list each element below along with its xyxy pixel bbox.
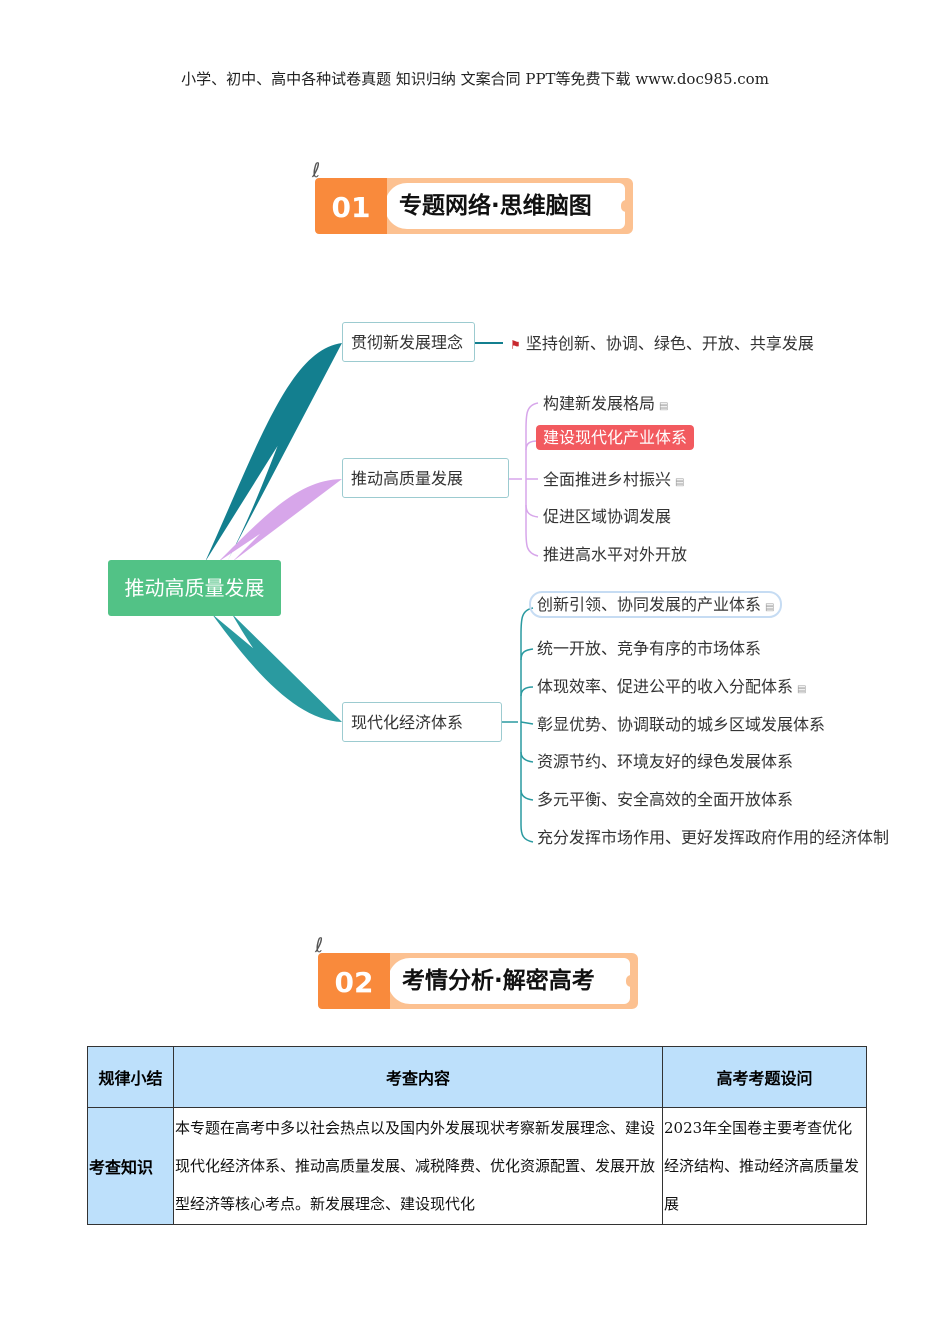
content-cell: 本专题在高考中多以社会热点以及国内外发展现状考察新发展理念、建设现代化经济体系、… xyxy=(173,1107,663,1225)
note-icon: ▤ xyxy=(675,477,685,488)
row-label: 考查知识 xyxy=(87,1107,174,1225)
section-badge-2: 考情分析·解密高考 02 xyxy=(318,953,638,1009)
leaf-node[interactable]: 资源节约、环境友好的绿色发展体系 xyxy=(537,752,794,771)
connector-leaves-2 xyxy=(508,402,539,557)
leaf-node[interactable]: 促进区域协调发展 xyxy=(543,507,672,526)
section-title: 专题网络·思维脑图 xyxy=(385,183,625,229)
branch-node[interactable]: 推动高质量发展 xyxy=(342,458,509,498)
leaf-node[interactable]: 体现效率、促进公平的收入分配体系▤ xyxy=(537,677,807,696)
leaf-node[interactable]: 全面推进乡村振兴▤ xyxy=(543,470,685,489)
flag-icon: ⚑ xyxy=(510,338,521,352)
exam-analysis-table: 规律小结 考查内容 高考考题设问 考查知识 本专题在高考中多以社会热点以及国内外… xyxy=(87,1046,867,1225)
question-cell: 2023年全国卷主要考查优化经济结构、推动经济高质量发展 xyxy=(662,1107,867,1225)
header-cell: 高考考题设问 xyxy=(662,1046,867,1108)
connector-branch-3 xyxy=(212,614,342,722)
section-number: 02 xyxy=(318,953,390,1009)
leaf-node[interactable]: 彰显优势、协调联动的城乡区域发展体系 xyxy=(537,715,826,734)
note-icon: ▤ xyxy=(765,602,775,613)
section-number: 01 xyxy=(315,178,387,234)
leaf-node-selected[interactable]: 创新引领、协同发展的产业体系▤ xyxy=(529,591,783,619)
section-title: 考情分析·解密高考 xyxy=(388,958,630,1004)
mindmap-connectors xyxy=(205,342,539,843)
curl-decoration-icon: ℓ xyxy=(312,158,321,182)
leaf-node[interactable]: ⚑ 坚持创新、协调、绿色、开放、共享发展 xyxy=(510,334,814,353)
connector-branch-1 xyxy=(205,343,342,562)
leaf-node[interactable]: 统一开放、竞争有序的市场体系 xyxy=(537,639,762,658)
header-cell: 规律小结 xyxy=(87,1046,174,1108)
connector-leaves-3 xyxy=(501,607,534,843)
leaf-node[interactable]: 多元平衡、安全高效的全面开放体系 xyxy=(537,790,794,809)
leaf-node[interactable]: 构建新发展格局▤ xyxy=(543,394,669,413)
note-icon: ▤ xyxy=(797,684,807,695)
note-icon: ▤ xyxy=(659,401,669,412)
branch-node[interactable]: 现代化经济体系 xyxy=(342,702,502,742)
leaf-node-highlighted[interactable]: 建设现代化产业体系 xyxy=(536,425,695,450)
table-header-row: 规律小结 考查内容 高考考题设问 xyxy=(87,1046,867,1108)
curl-decoration-icon: ℓ xyxy=(315,933,324,957)
connector-branch-2 xyxy=(218,479,342,562)
page-header[interactable]: 小学、初中、高中各种试卷真题 知识归纳 文案合同 PPT等免费下载 www.do… xyxy=(181,70,769,88)
header-cell: 考查内容 xyxy=(173,1046,663,1108)
table-row: 考查知识 本专题在高考中多以社会热点以及国内外发展现状考察新发展理念、建设现代化… xyxy=(87,1107,867,1225)
leaf-node[interactable]: 充分发挥市场作用、更好发挥政府作用的经济体制 xyxy=(537,828,890,847)
branch-node[interactable]: 贯彻新发展理念 xyxy=(342,322,475,362)
leaf-node[interactable]: 推进高水平对外开放 xyxy=(543,545,688,564)
mindmap-root[interactable]: 推动高质量发展 xyxy=(108,560,281,616)
section-badge-1: 专题网络·思维脑图 01 xyxy=(315,178,633,234)
